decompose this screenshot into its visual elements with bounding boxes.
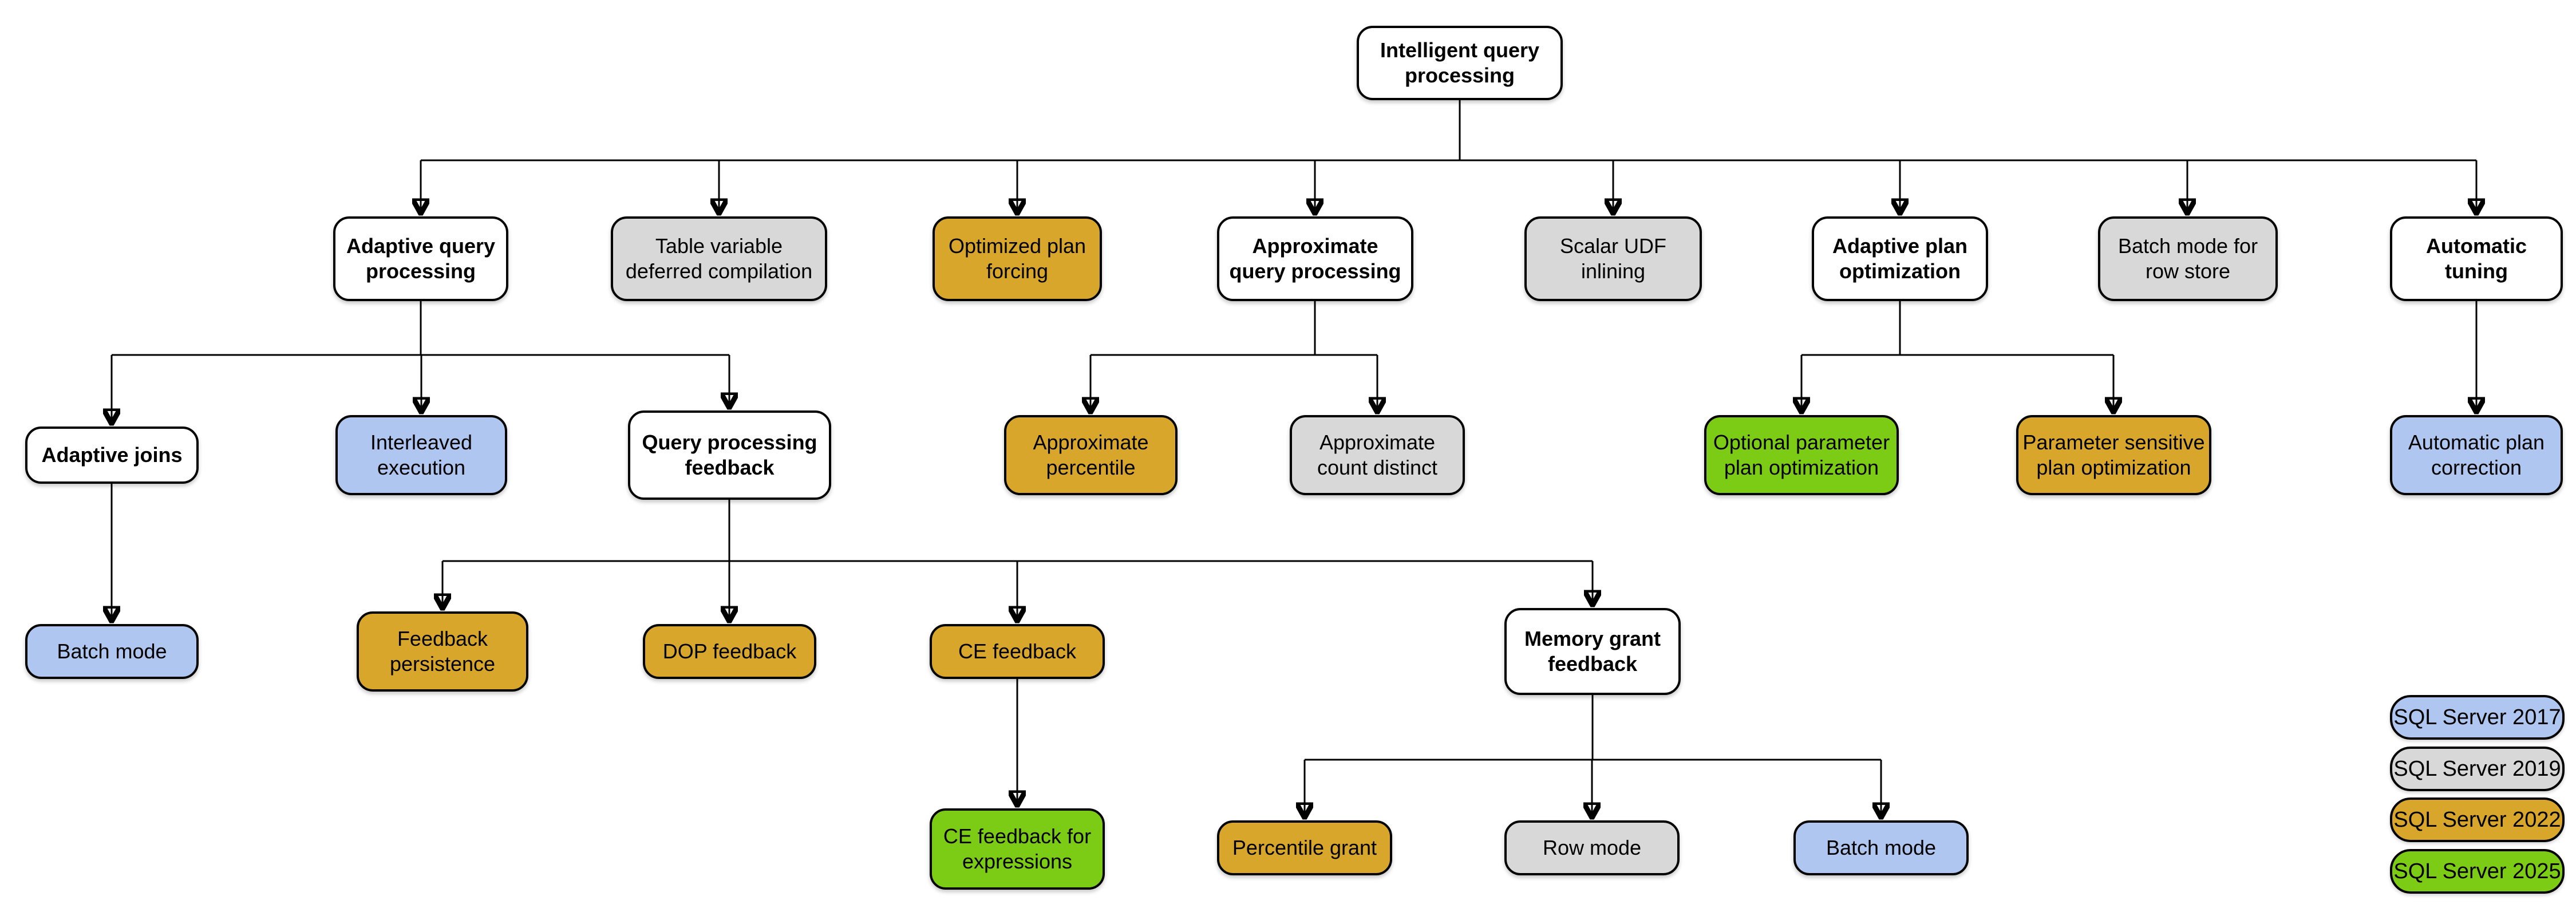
node-optional-parameter-plan-optimization: Optional parameter plan optimization — [1704, 415, 1899, 495]
node-dop-feedback: DOP feedback — [643, 624, 816, 679]
connector-root-to-level2 — [421, 100, 2476, 213]
node-query-processing-feedback: Query processing feedback — [628, 410, 831, 500]
connector-adaptive-query-processing-group — [112, 301, 729, 423]
legend-item-sql-server-2025: SQL Server 2025 — [2390, 849, 2565, 894]
connector-memory-grant-feedback-group — [1305, 695, 1881, 817]
node-approximate-query-processing: Approximate query processing — [1217, 216, 1413, 301]
node-intelligent-query-processing: Intelligent query processing — [1357, 26, 1563, 100]
node-adaptive-joins: Adaptive joins — [25, 427, 199, 484]
node-scalar-udf-inlining: Scalar UDF inlining — [1524, 216, 1702, 301]
node-table-variable-deferred-compilation: Table variable deferred compilation — [611, 216, 827, 301]
node-row-mode: Row mode — [1504, 820, 1680, 875]
node-approximate-percentile: Approximate percentile — [1004, 415, 1178, 495]
node-optimized-plan-forcing: Optimized plan forcing — [933, 216, 1102, 301]
node-batch-mode-under-adaptive-joins: Batch mode — [25, 624, 199, 679]
node-batch-mode-for-row-store: Batch mode for row store — [2098, 216, 2278, 301]
node-automatic-plan-correction: Automatic plan correction — [2390, 415, 2563, 495]
legend-item-sql-server-2022: SQL Server 2022 — [2390, 797, 2565, 842]
node-interleaved-execution: Interleaved execution — [335, 415, 507, 495]
connector-query-processing-feedback-group — [442, 500, 1593, 621]
node-parameter-sensitive-plan-optimization: Parameter sensitive plan optimization — [2016, 415, 2211, 495]
node-ce-feedback: CE feedback — [930, 624, 1105, 679]
node-approximate-count-distinct: Approximate count distinct — [1290, 415, 1465, 495]
node-feedback-persistence: Feedback persistence — [357, 611, 528, 692]
legend-item-sql-server-2019: SQL Server 2019 — [2390, 747, 2565, 791]
node-adaptive-plan-optimization: Adaptive plan optimization — [1812, 216, 1988, 301]
legend-item-sql-server-2017: SQL Server 2017 — [2390, 695, 2565, 740]
node-percentile-grant: Percentile grant — [1217, 820, 1392, 875]
node-automatic-tuning: Automatic tuning — [2390, 216, 2563, 301]
node-ce-feedback-for-expressions: CE feedback for expressions — [930, 808, 1105, 890]
node-adaptive-query-processing: Adaptive query processing — [333, 216, 508, 301]
node-memory-grant-feedback: Memory grant feedback — [1504, 608, 1681, 695]
connector-adaptive-plan-optimization-group — [1801, 301, 2113, 412]
connector-approximate-query-processing-group — [1091, 301, 1377, 412]
node-batch-mode-under-memory-grant-feedback: Batch mode — [1793, 820, 1969, 875]
